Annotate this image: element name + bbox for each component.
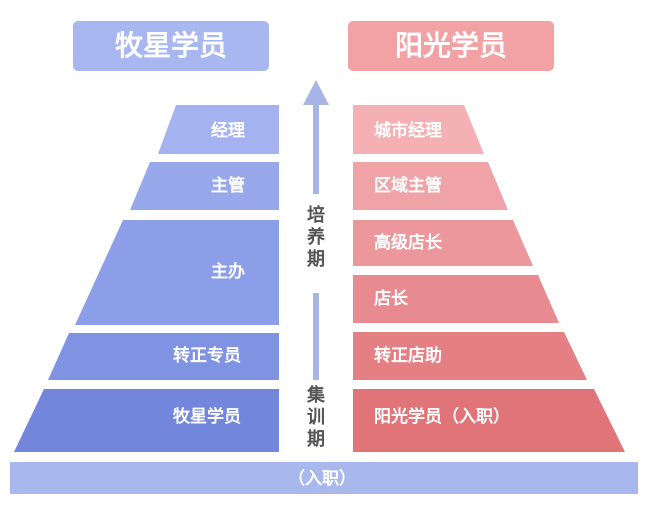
left-title: 牧星学员 [115,29,227,62]
arrow-shaft-lower [313,293,319,380]
lower-period-char: 训 [307,407,325,428]
right-tier-5 [353,332,587,380]
up-arrow-icon [303,80,329,105]
upper-period-char: 培 [307,204,325,226]
right-level-label: 店长 [374,288,409,309]
right-tier-4 [353,275,559,323]
left-level-label: 转正专员 [173,345,241,366]
left-tier-1 [158,105,279,154]
right-level-label: 阳光学员（入职） [374,406,510,427]
lower-period-char: 集 [306,384,326,406]
right-level-label: 转正店助 [374,345,442,366]
base-label: （入职） [288,468,356,489]
right-tier-3 [353,220,533,266]
left-level-label: 主办 [211,261,245,282]
right-level-label: 区域主管 [374,175,442,196]
upper-period-char: 期 [307,249,325,270]
upper-period-char: 养 [306,226,326,248]
left-tier-3 [75,220,279,325]
lower-period-char: 期 [307,429,325,450]
left-tier-2 [130,162,279,210]
left-level-label: 牧星学员 [173,406,241,427]
right-tier-6 [353,389,625,452]
right-level-label: 城市经理 [374,120,442,141]
right-level-label: 高级店长 [374,232,443,253]
left-title-box [73,21,269,71]
base-bar [10,462,638,494]
left-level-label: 主管 [211,175,245,196]
arrow-shaft-upper [313,104,319,194]
right-tier-1 [353,105,484,154]
left-tier-4 [48,333,279,380]
left-tier-5 [14,389,279,452]
right-title-box [348,21,554,71]
right-tier-2 [353,162,508,210]
left-level-label: 经理 [211,120,245,141]
right-title: 阳光学员 [395,29,507,62]
